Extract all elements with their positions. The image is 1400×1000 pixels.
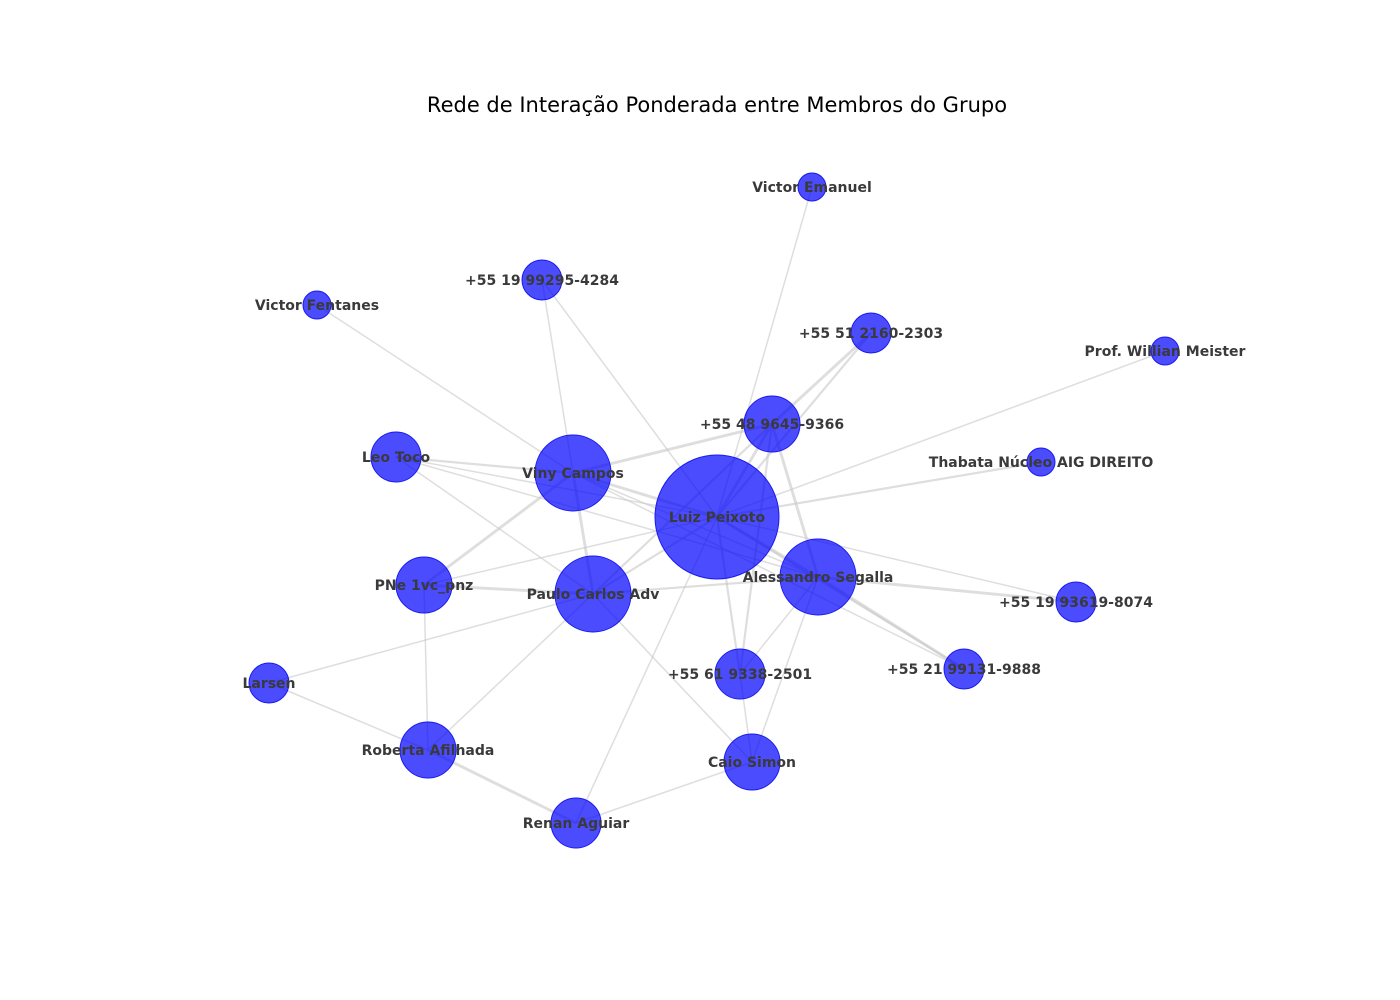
edge-alessandro-p19b	[817, 575, 1077, 604]
node-label-leo: Leo Toco	[362, 450, 431, 466]
edge-renan-caio	[575, 761, 753, 824]
node-label-p21: +55 21 99131-9888	[887, 662, 1041, 678]
node-luiz[interactable]	[654, 454, 780, 580]
node-thabata[interactable]	[1026, 447, 1056, 477]
node-label-larsen: Larsen	[242, 676, 295, 692]
node-layer	[248, 172, 1180, 849]
node-victorf[interactable]	[302, 290, 332, 320]
node-larsen[interactable]	[248, 662, 290, 704]
node-renan[interactable]	[550, 797, 602, 849]
node-label-thabata: Thabata Núcleo AIG DIREITO	[929, 455, 1154, 471]
node-label-viny: Viny Campos	[522, 466, 624, 482]
edge-viny-victorf	[316, 304, 574, 474]
node-prof[interactable]	[1150, 336, 1180, 366]
node-p19b[interactable]	[1055, 581, 1097, 623]
node-label-luiz: Luiz Peixoto	[669, 510, 766, 526]
node-label-paulo: Paulo Carlos Adv	[527, 587, 660, 603]
node-viny[interactable]	[534, 434, 612, 512]
edge-paulo-leo	[395, 456, 594, 595]
node-p61[interactable]	[714, 648, 766, 700]
node-label-prof: Prof. Willian Meister	[1085, 344, 1246, 360]
node-label-p61: +55 61 9338-2501	[668, 667, 812, 683]
node-label-roberta: Roberta Afilhada	[362, 743, 495, 759]
edge-paulo-larsen	[268, 593, 594, 684]
node-label-caio: Caio Simon	[708, 755, 796, 771]
node-p19a[interactable]	[521, 259, 563, 301]
node-leo[interactable]	[370, 431, 422, 483]
node-label-p19a: +55 19 99295-4284	[465, 273, 619, 289]
edge-paulo-caio	[592, 593, 753, 763]
node-p48[interactable]	[743, 395, 801, 453]
node-alessandro[interactable]	[779, 538, 857, 616]
node-label-pne: PNe 1vc_pnz	[375, 578, 474, 594]
graph-title: Rede de Interação Ponderada entre Membro…	[427, 93, 1007, 117]
node-p51[interactable]	[850, 312, 892, 354]
node-victore[interactable]	[797, 172, 827, 202]
node-label-victorf: Victor Fentanes	[255, 298, 379, 314]
edge-roberta-larsen	[268, 682, 429, 751]
edge-viny-p21	[572, 472, 965, 670]
node-label-p19b: +55 19 93619-8074	[999, 595, 1153, 611]
node-caio[interactable]	[723, 733, 781, 791]
node-paulo[interactable]	[554, 555, 632, 633]
node-p21[interactable]	[943, 648, 985, 690]
node-roberta[interactable]	[399, 721, 457, 779]
node-label-p51: +55 51 2160-2303	[799, 326, 943, 342]
node-label-p48: +55 48 9645-9366	[700, 417, 844, 433]
node-label-renan: Renan Aguiar	[523, 816, 630, 832]
node-label-victore: Victor Emanuel	[752, 180, 872, 196]
node-label-alessandro: Alessandro Segalla	[743, 570, 894, 586]
node-pne[interactable]	[395, 556, 453, 614]
